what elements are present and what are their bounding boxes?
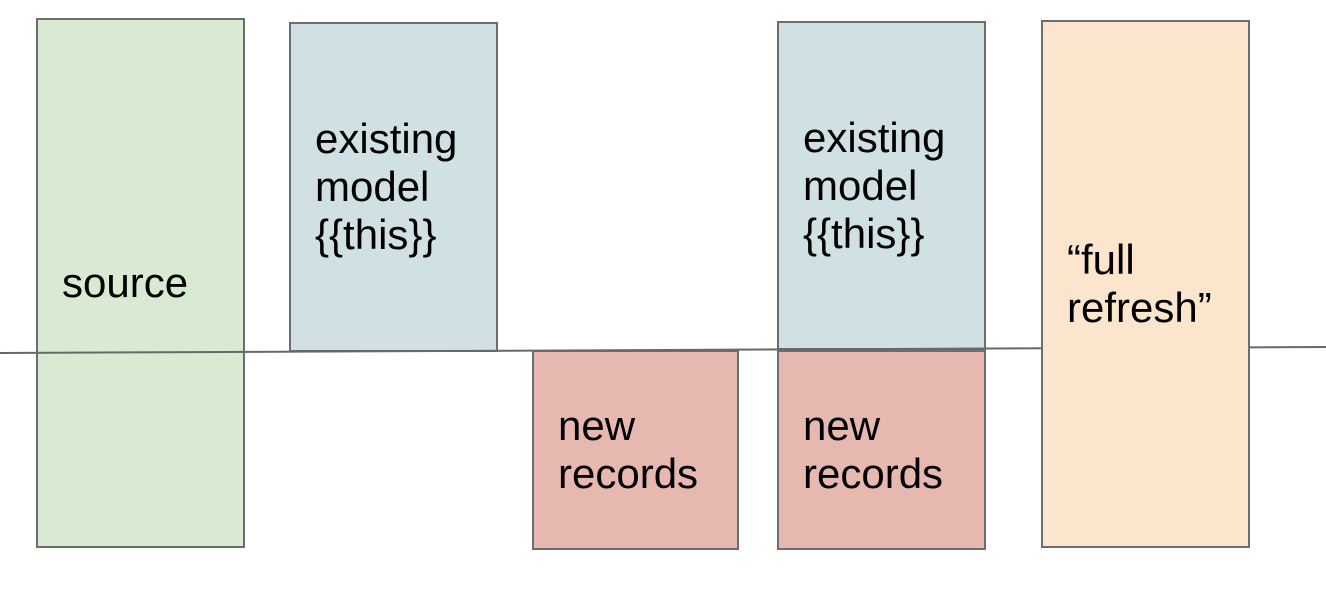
existing-model-box-1-label: existing model {{this}} [315,115,458,258]
source-box-label: source [62,259,189,306]
new-records-box-1-label: new records [558,402,699,497]
new-records-box-2: new records [777,350,986,550]
new-records-box-1: new records [532,350,739,550]
existing-model-box-2-label: existing model {{this}} [803,113,946,257]
existing-model-box-1: existing model {{this}} [289,22,498,352]
full-refresh-box: “full refresh” [1041,20,1250,548]
existing-model-box-2: existing model {{this}} [777,21,986,350]
new-records-box-2-label: new records [803,402,944,497]
source-box: source [36,18,245,548]
full-refresh-box-label: “full refresh” [1067,236,1212,331]
